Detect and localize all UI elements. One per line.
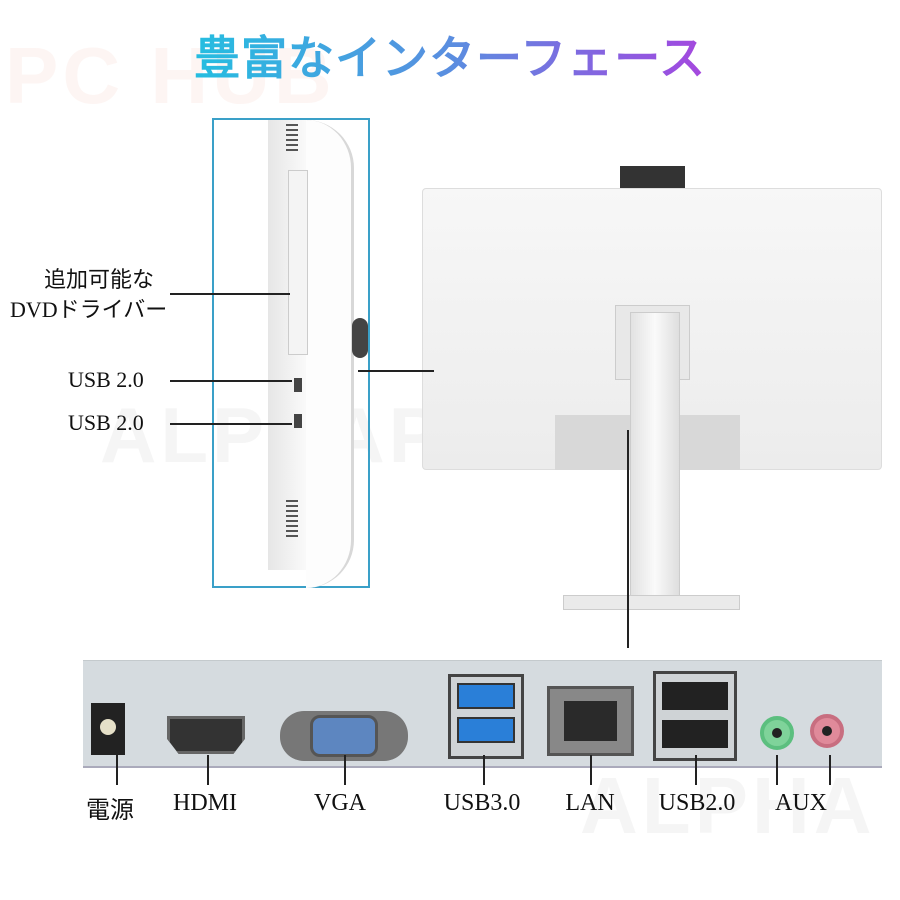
stand-knob	[352, 318, 368, 358]
port-panel	[83, 660, 882, 768]
leader-line	[590, 755, 592, 785]
stand-column	[630, 312, 680, 600]
leader-line	[627, 430, 629, 648]
side-view-frame	[212, 118, 370, 588]
usb-label-a: USB 2.0	[68, 367, 144, 392]
leader-line	[170, 380, 292, 382]
port-label-power: 電源	[86, 798, 134, 824]
lan-port	[547, 686, 634, 756]
power-jack	[91, 703, 125, 755]
dvd-label-line2: DVDドライバー	[10, 297, 168, 322]
leader-line	[207, 755, 209, 785]
side-curve	[306, 120, 354, 588]
usb3-port	[448, 674, 524, 759]
dvd-label-line1: 追加可能な	[44, 267, 155, 292]
leader-line	[829, 755, 831, 785]
vent-icon	[286, 124, 298, 152]
watermark-pc-hub: PC HUB	[5, 30, 336, 122]
port-label-lan: LAN	[565, 790, 615, 816]
leader-line	[695, 755, 697, 785]
leader-line	[170, 423, 292, 425]
port-label-usb3: USB3.0	[443, 790, 521, 816]
page-title: 豊富なインターフェース	[0, 22, 900, 88]
port-label-vga: VGA	[314, 790, 366, 816]
leader-line	[483, 755, 485, 785]
port-label-aux: AUX	[775, 790, 827, 816]
leader-line	[358, 370, 434, 372]
webcam	[620, 166, 685, 188]
hdmi-port	[167, 716, 245, 754]
aux-pink-jack	[810, 714, 844, 748]
port-label-hdmi: HDMI	[173, 790, 237, 816]
usb2-port	[653, 671, 737, 761]
port-label-usb2: USB2.0	[658, 790, 736, 816]
leader-line	[116, 755, 118, 785]
usb-port-icon	[294, 378, 302, 392]
vent-icon	[286, 500, 298, 540]
stand-base	[563, 595, 740, 610]
leader-line	[170, 293, 290, 295]
aux-green-jack	[760, 716, 794, 750]
vga-port	[280, 711, 408, 761]
dvd-drive	[288, 170, 308, 355]
usb-port-icon	[294, 414, 302, 428]
leader-line	[776, 755, 778, 785]
watermark-alpha: ALPHA	[580, 761, 876, 850]
leader-line	[344, 755, 346, 785]
usb-label-b: USB 2.0	[68, 410, 144, 435]
